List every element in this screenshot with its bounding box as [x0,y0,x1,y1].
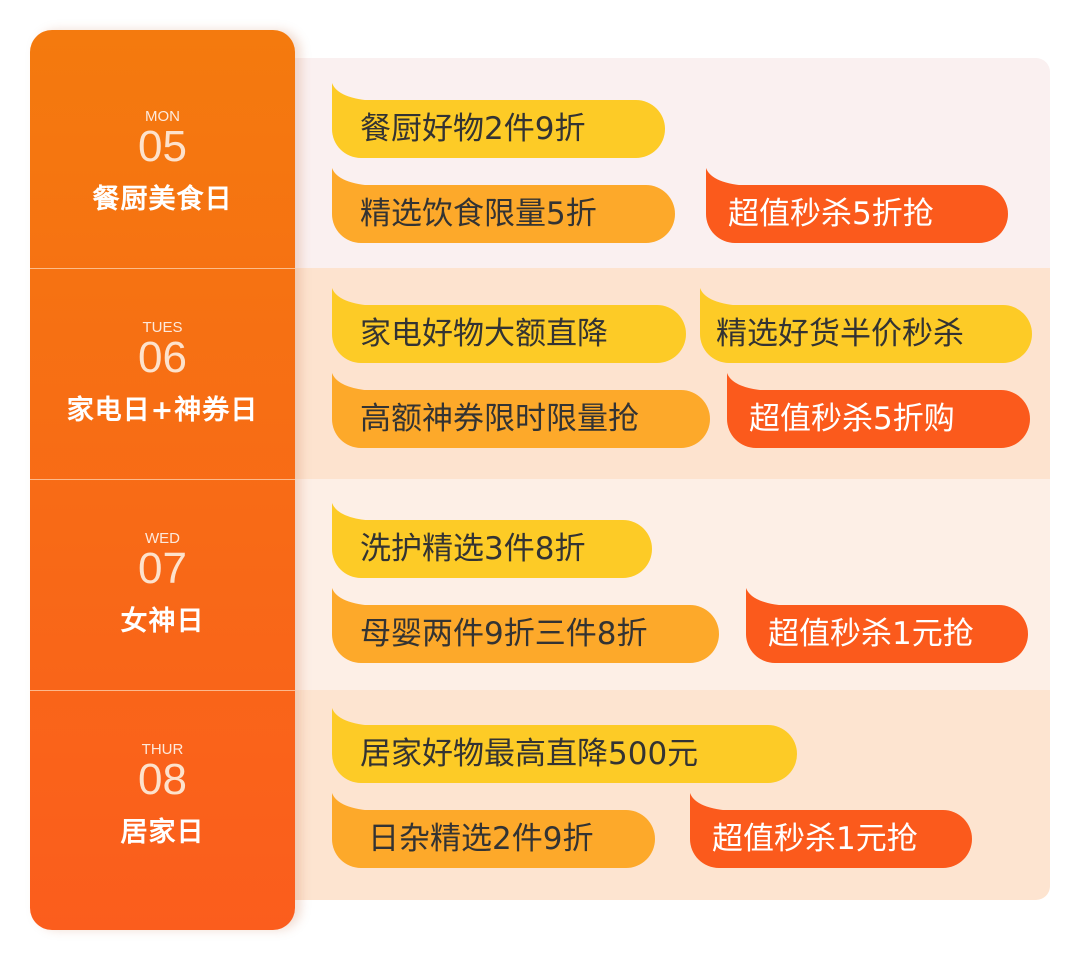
weekday: MON [145,108,180,125]
promo-tag[interactable]: 日杂精选2件9折 [332,810,655,868]
day-column: MON 05 餐厨美食日 TUES 06 家电日+神券日 WED 07 女神日 … [30,30,295,930]
divider [30,268,295,269]
day-title: 家电日+神券日 [66,395,259,426]
day-title: 居家日 [120,817,205,848]
divider [30,479,295,480]
date: 06 [138,333,187,382]
day-thur: THUR 08 居家日 [30,741,295,849]
date: 08 [138,755,187,804]
flash-sale-tag[interactable]: 超值秒杀1元抢 [690,810,972,868]
date: 05 [138,122,187,171]
day-tues: TUES 06 家电日+神券日 [30,319,295,427]
flash-sale-tag[interactable]: 超值秒杀5折抢 [706,185,1008,243]
promo-tag[interactable]: 高额神券限时限量抢 [332,390,710,448]
promo-tag[interactable]: 母婴两件9折三件8折 [332,605,719,663]
weekday: THUR [141,741,184,758]
promo-tag[interactable]: 洗护精选3件8折 [332,520,652,578]
promo-tag[interactable]: 餐厨好物2件9折 [332,100,665,158]
promo-tag[interactable]: 家电好物大额直降 [332,305,686,363]
row-thur [290,690,1050,900]
date: 07 [138,544,187,593]
promo-tag[interactable]: 居家好物最高直降500元 [332,725,797,783]
flash-sale-tag[interactable]: 超值秒杀1元抢 [746,605,1028,663]
divider [30,690,295,691]
day-wed: WED 07 女神日 [30,530,295,638]
day-title: 女神日 [120,606,205,637]
day-title: 餐厨美食日 [92,184,233,215]
flash-sale-tag[interactable]: 超值秒杀5折购 [727,390,1030,448]
weekday: WED [145,530,180,547]
day-mon: MON 05 餐厨美食日 [30,108,295,216]
promo-tag[interactable]: 精选好货半价秒杀 [700,305,1032,363]
weekday: TUES [142,319,183,336]
promo-tag[interactable]: 精选饮食限量5折 [332,185,675,243]
